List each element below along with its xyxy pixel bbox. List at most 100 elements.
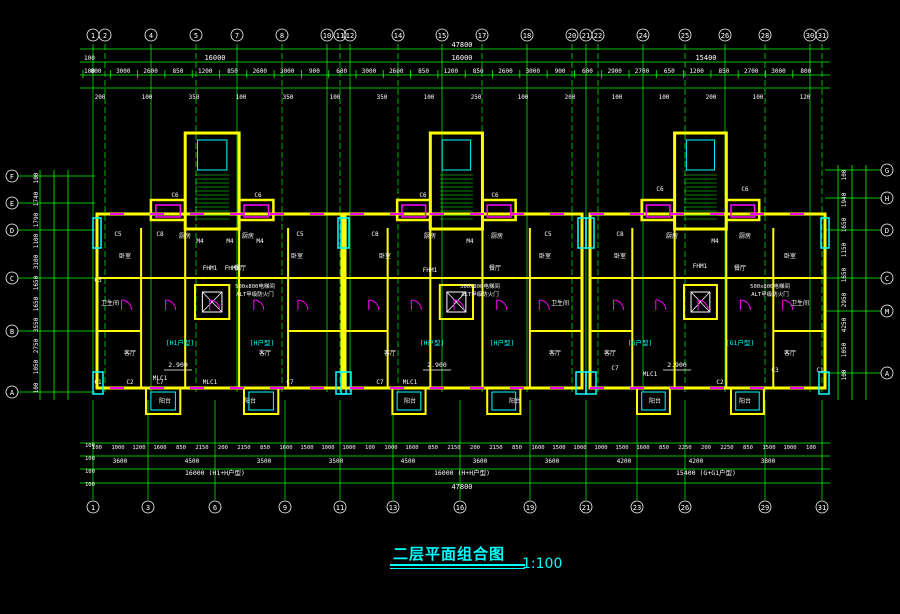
- dim-right-value: 100: [841, 169, 848, 180]
- balcony-wall: [486, 387, 522, 415]
- dim-top-overall: 47800: [451, 41, 472, 49]
- unit-label: [H户型]: [420, 338, 445, 347]
- dim-bottom-small: 1600: [153, 445, 166, 451]
- axis-label-top: 24: [639, 32, 647, 40]
- dim-bottom-unit: 16000 (H+H户型): [434, 468, 490, 477]
- room-label-balcony: 阳台: [404, 397, 416, 405]
- dim-top-bay: 2600: [253, 68, 268, 75]
- axis-label-top: 15: [438, 32, 446, 40]
- side-window: [340, 371, 352, 395]
- axis-label-top: 25: [681, 32, 689, 40]
- unit-label: [H户型]: [490, 338, 515, 347]
- dim-top-small: 350: [283, 94, 294, 101]
- bay-wall: [149, 198, 187, 222]
- dim-bottom-unit: 15400 (G+G1户型): [676, 468, 736, 477]
- dim-bottom-small: 1200: [132, 445, 145, 451]
- dim-bottom-small: 850: [260, 445, 270, 451]
- dim-top-bay: 1200: [198, 68, 213, 75]
- dim-bottom-left-note: 100: [85, 482, 95, 488]
- room-label-toilet: 卫生间: [791, 299, 809, 307]
- door-window-tag: C8: [371, 231, 379, 238]
- axis-bubble-top: [275, 28, 289, 42]
- door-swing: [613, 299, 624, 311]
- dim-top-small: 350: [189, 94, 200, 101]
- side-window: [820, 217, 830, 249]
- axis-label-bottom: 19: [526, 504, 534, 512]
- dim-bottom-small: 200: [470, 445, 480, 451]
- bay-wall: [481, 198, 517, 222]
- elevator-note: ALT甲级防火门: [751, 290, 788, 298]
- dim-bottom-unit: 16000 (H1+H户型): [185, 468, 245, 477]
- room-label-bedroom: 卧室: [614, 252, 626, 260]
- axis-bubble-bottom: [815, 500, 829, 514]
- door-window-tag: FHM1: [423, 267, 438, 274]
- balcony-wall: [243, 387, 280, 415]
- room-label-bedroom: 卧室: [379, 252, 391, 260]
- room-label-toilet: 卫生间: [551, 299, 569, 307]
- axis-label-top: 30: [806, 32, 814, 40]
- dim-top-bay: 3000: [771, 68, 786, 75]
- door-swing: [209, 299, 221, 311]
- door-swing: [411, 299, 422, 311]
- dim-top-bay: 600: [582, 68, 593, 75]
- axis-bubble-bottom: [386, 500, 400, 514]
- axis-label-bottom: 1: [91, 504, 95, 512]
- dim-left-value: 1790: [33, 212, 40, 227]
- balcony-window: [396, 391, 422, 411]
- unit-label: [G1户型]: [726, 338, 755, 347]
- room-label-bedroom: 卧室: [119, 252, 131, 260]
- axis-label-bottom: 31: [818, 504, 826, 512]
- door-window-tag: C8: [616, 231, 624, 238]
- door-swing: [740, 299, 751, 311]
- title-underline: [390, 564, 525, 566]
- axis-label-left: F: [10, 173, 14, 181]
- dim-bottom-small: 200: [701, 445, 711, 451]
- dim-top-small: 120: [800, 94, 811, 101]
- side-window: [92, 371, 104, 395]
- dim-left-value: 1650: [33, 275, 40, 290]
- dim-bottom-small: 1000: [594, 445, 607, 451]
- axis-bubble-top: [718, 28, 732, 42]
- dim-bottom-small: 1600: [636, 445, 649, 451]
- axis-label-top: 22: [594, 32, 602, 40]
- dim-bottom-small: 850: [176, 445, 186, 451]
- door-swing: [453, 299, 465, 311]
- axis-label-bottom: 26: [681, 504, 689, 512]
- dim-bottom-small: 100: [92, 445, 102, 451]
- dim-bottom-small: 2250: [720, 445, 733, 451]
- room-label-living: 客厅: [604, 349, 616, 357]
- dim-left-value: 100: [33, 172, 40, 183]
- side-window: [585, 371, 597, 395]
- dim-top-small: 100: [424, 94, 435, 101]
- bay-wall: [237, 198, 275, 222]
- bay-window: [401, 204, 427, 218]
- elevator-shaft: [683, 284, 718, 320]
- room-label-bedroom: 卧室: [784, 252, 796, 260]
- axis-label-bottom: 3: [146, 504, 150, 512]
- elevator-x: [446, 291, 467, 313]
- door-window-tag: C6: [656, 186, 664, 193]
- axis-bubble-top: [320, 28, 334, 42]
- dim-bottom-bay: 3800: [761, 458, 776, 465]
- axis-label-bottom: 13: [389, 504, 397, 512]
- door-window-tag: M4: [226, 238, 234, 245]
- axis-label-top: 17: [478, 32, 486, 40]
- exterior-wall: [588, 212, 827, 390]
- bay-window: [155, 204, 182, 218]
- dim-top-bay: 2600: [498, 68, 513, 75]
- door-window-tag: C6: [741, 186, 749, 193]
- axis-bubble-left: [5, 169, 19, 183]
- dim-bottom-bay: 3600: [473, 458, 488, 465]
- dim-bottom-small: 1000: [573, 445, 586, 451]
- dim-bottom-small: 100: [806, 445, 816, 451]
- room-label-kitchen: 厨房: [491, 232, 503, 240]
- axis-bubble-left: [5, 385, 19, 399]
- dim-top-small: 100: [518, 94, 529, 101]
- axis-bubble-top: [678, 28, 692, 42]
- dim-left-value: 3550: [33, 317, 40, 332]
- stair-tower-wall: [428, 131, 484, 231]
- axis-label-right: C: [885, 275, 889, 283]
- axis-label-right: D: [885, 227, 889, 235]
- axis-label-right: G: [885, 167, 889, 175]
- dim-right-value: 1050: [841, 342, 848, 357]
